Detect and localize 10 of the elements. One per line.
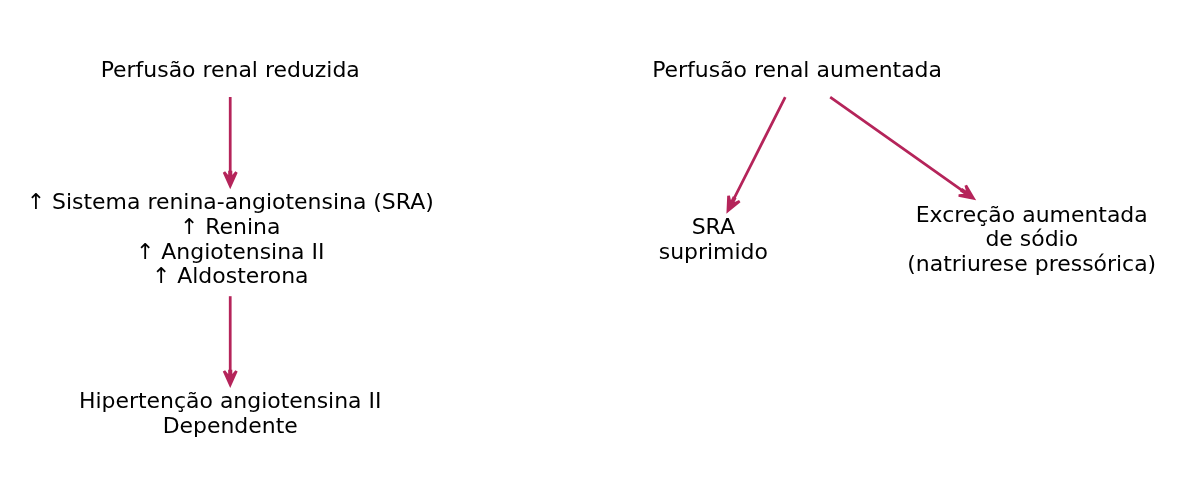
arrow — [726, 95, 787, 212]
node-text: ↑ Sistema renina-angiotensina (SRA) ↑ Renina ↑ Angiotensina II ↑ Aldosterona — [26, 188, 434, 288]
arrow — [829, 95, 975, 200]
node-text: Perfusão renal reduzida — [100, 56, 360, 82]
node-text: Excreção aumentada de sódio (natriurese pressórica) — [907, 201, 1157, 276]
arrow — [222, 96, 238, 187]
arrow — [222, 295, 238, 386]
node-text: SRA suprimido — [658, 213, 768, 264]
node-text: Hipertenção angiotensina II Dependente — [78, 387, 382, 438]
node-text: Perfusão renal aumentada — [652, 56, 942, 82]
